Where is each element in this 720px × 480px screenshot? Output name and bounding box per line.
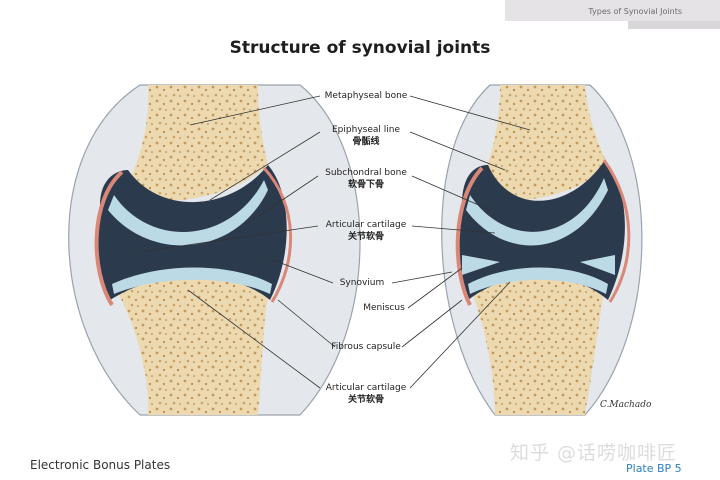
- right-upper-cartilage: [466, 178, 608, 246]
- left-upper-cartilage: [108, 180, 268, 246]
- left-joint: [68, 84, 361, 416]
- leader-epiphyseal-left: [209, 131, 321, 201]
- right-upper-bone: [470, 85, 608, 202]
- leader-capsule-right: [401, 299, 463, 348]
- section-title: Types of Synovial Joints: [588, 7, 682, 16]
- leader-cartilage-left: [139, 225, 319, 253]
- footer-plate-number: Plate BP 5: [626, 462, 682, 475]
- header-bar: [505, 0, 720, 21]
- leader-epiphyseal-right: [409, 131, 506, 171]
- label-articular-cartilage-top: Articular cartilage 关节软骨: [325, 220, 407, 242]
- leader-subchondral-right: [411, 175, 491, 211]
- page-title: Structure of synovial joints: [229, 38, 491, 58]
- right-meniscus-left: [462, 255, 500, 275]
- label-fibrous-capsule: Fibrous capsule: [331, 342, 401, 352]
- right-lower-bone: [468, 273, 605, 415]
- right-lower-cartilage: [468, 267, 608, 294]
- artist-signature: C.Machado: [600, 400, 652, 410]
- label-articular-cartilage-bottom: Articular cartilage 关节软骨: [325, 383, 407, 405]
- watermark: 知乎 @话唠咖啡匠: [510, 442, 678, 464]
- header-accent: [628, 21, 720, 29]
- right-synovium: [455, 166, 484, 306]
- right-synovium-right: [602, 159, 631, 303]
- left-synovium-right: [262, 166, 293, 303]
- leader-cartilage-right: [411, 225, 496, 234]
- leader-lower-cartilage-right: [409, 281, 511, 389]
- leader-metaphyseal-right: [409, 95, 531, 131]
- label-meniscus: Meniscus: [363, 303, 405, 313]
- label-metaphyseal-bone: Metaphyseal bone: [324, 91, 408, 101]
- right-joint-cavity: [457, 160, 625, 300]
- leader-metaphyseal-left: [189, 95, 321, 126]
- leader-lower-cartilage-left: [187, 289, 321, 389]
- leader-subchondral-left: [244, 175, 319, 226]
- left-synovium: [94, 170, 124, 307]
- leader-meniscus: [407, 267, 463, 309]
- left-upper-bone: [118, 85, 268, 202]
- leader-synovium-left: [267, 257, 334, 284]
- leader-lines: [139, 95, 531, 389]
- left-lower-bone: [112, 273, 270, 415]
- right-joint: [441, 84, 643, 416]
- label-epiphyseal-line: Epiphyseal line 骨骺线: [332, 125, 400, 147]
- right-meniscus-right: [580, 255, 615, 275]
- footer-book-title: Electronic Bonus Plates: [30, 458, 171, 472]
- label-subchondral-bone: Subchondral bone 软骨下骨: [325, 168, 407, 190]
- left-lower-cartilage: [112, 267, 272, 294]
- leader-synovium-right: [391, 271, 453, 284]
- label-synovium: Synovium: [339, 278, 385, 288]
- leader-capsule-left: [277, 299, 336, 348]
